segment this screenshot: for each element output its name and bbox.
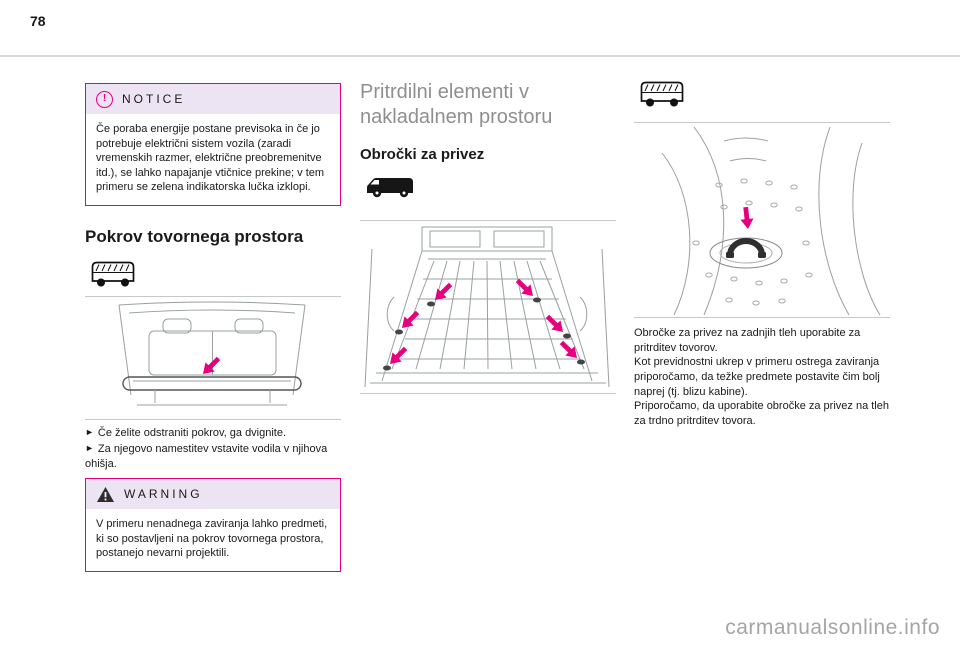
instruction-text: Če želite odstraniti pokrov, ga dvignite… bbox=[97, 426, 287, 439]
tie-down-paragraph: Kot previdnostni ukrep v primeru ostrega… bbox=[634, 356, 880, 398]
fastening-heading: Pritrdilni elementi v nakladalnem prosto… bbox=[360, 81, 553, 129]
notice-box-header: ! NOTICE bbox=[86, 84, 340, 114]
warning-triangle-icon bbox=[97, 486, 114, 502]
tie-down-subheading: Obročki za privez bbox=[360, 145, 485, 163]
cargo-cover-heading: Pokrov tovornega prostora bbox=[85, 226, 304, 246]
watermark: carmanualsonline.info bbox=[725, 616, 940, 639]
instruction-list: ►Če želite odstraniti pokrov, ga dvignit… bbox=[85, 426, 341, 472]
bullet-arrow-icon: ► bbox=[85, 426, 94, 437]
van-rear-three-quarter-icon bbox=[90, 258, 341, 288]
tie-down-paragraph: Obročke za privez na zadnjih tleh uporab… bbox=[634, 327, 861, 354]
tie-down-ring-marker bbox=[395, 329, 403, 335]
warning-box-header: WARNING bbox=[86, 479, 340, 510]
tie-down-ring-marker bbox=[427, 301, 435, 307]
middle-column: Pritrdilni elementi v nakladalnem prosto… bbox=[360, 80, 616, 394]
notice-title: NOTICE bbox=[122, 92, 186, 106]
header-divider bbox=[0, 55, 960, 57]
tie-down-ring-marker bbox=[577, 359, 585, 365]
van-side-view-icon bbox=[365, 174, 616, 200]
tie-down-ring-marker bbox=[383, 365, 391, 371]
right-column: Obročke za privez na zadnjih tleh uporab… bbox=[634, 76, 890, 428]
warning-title: WARNING bbox=[124, 487, 203, 502]
notice-box: ! NOTICE Če poraba energije postane prev… bbox=[85, 83, 341, 206]
notice-exclamation-icon: ! bbox=[96, 90, 113, 108]
left-column: ! NOTICE Če poraba energije postane prev… bbox=[85, 83, 341, 572]
bullet-arrow-icon: ► bbox=[85, 443, 94, 454]
page-number: 78 bbox=[30, 13, 46, 29]
tie-down-ring-marker bbox=[563, 333, 571, 339]
parcel-shelf-illustration bbox=[85, 295, 341, 420]
tie-down-arrow-icon bbox=[430, 279, 456, 305]
tie-down-arrow-icon bbox=[512, 275, 538, 301]
cargo-floor-illustration bbox=[360, 219, 616, 394]
tie-down-ring-marker bbox=[533, 297, 541, 303]
instruction-item: ►Če želite odstraniti pokrov, ga dvignit… bbox=[85, 426, 341, 441]
tie-down-description: Obročke za privez na zadnjih tleh uporab… bbox=[634, 326, 890, 428]
ring-pointer-arrow-icon bbox=[739, 206, 755, 230]
warning-body: V primeru nenadnega zaviranja lahko pred… bbox=[96, 518, 328, 560]
tie-down-ring-illustration bbox=[634, 122, 890, 318]
van-rear-three-quarter-icon bbox=[639, 78, 890, 108]
warning-box: WARNING V primeru nenadnega zaviranja la… bbox=[85, 478, 341, 572]
instruction-text: Za njegovo namestitev vstavite vodila v … bbox=[85, 443, 328, 470]
parcel-shelf-cover bbox=[122, 375, 302, 391]
instruction-item: ►Za njegovo namestitev vstavite vodila v… bbox=[85, 442, 341, 471]
tie-down-paragraph: Priporočamo, da uporabite obročke za pri… bbox=[634, 400, 889, 427]
notice-body: Če poraba energije postane previsoka in … bbox=[96, 123, 325, 194]
tie-down-ring bbox=[727, 238, 765, 258]
